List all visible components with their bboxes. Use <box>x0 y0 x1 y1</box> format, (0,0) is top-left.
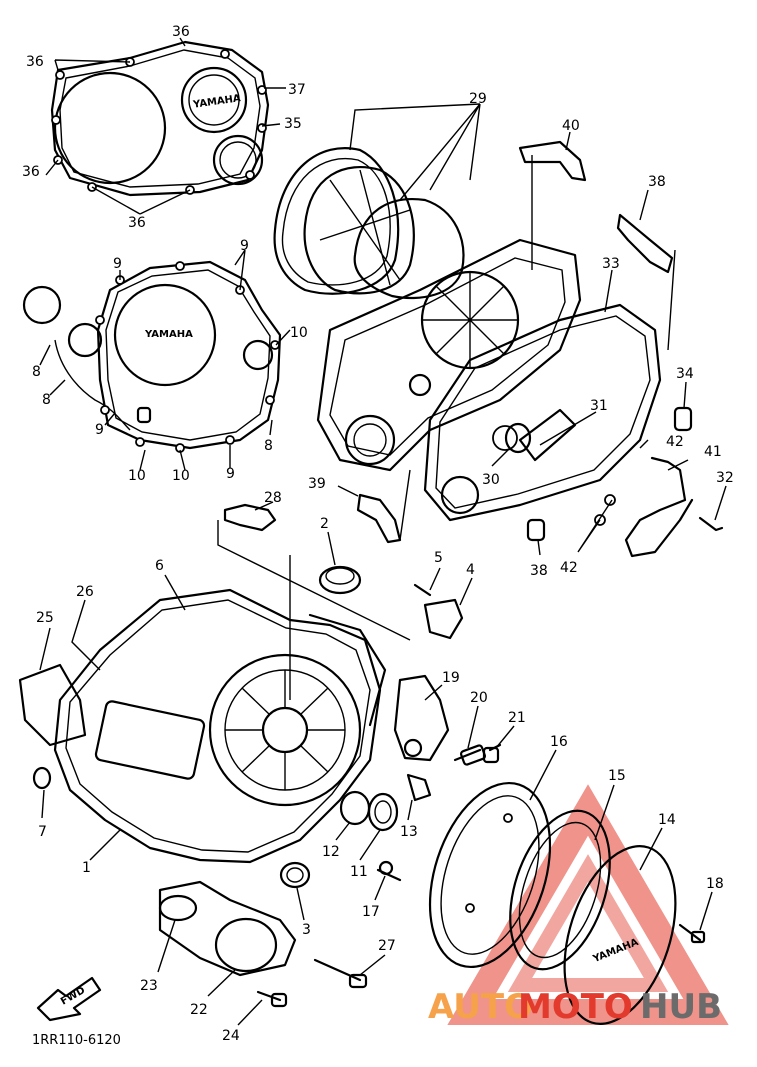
callout-8: 8 <box>264 438 273 454</box>
callout-10: 10 <box>128 468 146 484</box>
callout-3: 3 <box>302 922 311 938</box>
callout-15: 15 <box>608 768 626 784</box>
callout-2: 2 <box>320 516 329 532</box>
callout-17: 17 <box>362 904 380 920</box>
callout-37: 37 <box>288 82 306 98</box>
callout-28: 28 <box>264 490 282 506</box>
callout-7: 7 <box>38 824 47 840</box>
gasket-part-29 <box>273 147 465 300</box>
callout-41: 41 <box>704 444 722 460</box>
watermark-moto: MOTO <box>518 987 633 1027</box>
generator-cover-part <box>22 260 282 453</box>
callout-9: 9 <box>226 466 235 482</box>
callout-26: 26 <box>76 584 94 600</box>
lower-right-small-parts <box>279 674 502 889</box>
callout-27: 27 <box>378 938 396 954</box>
callout-9: 9 <box>95 422 104 438</box>
callout-38: 38 <box>648 174 666 190</box>
callout-6: 6 <box>155 558 164 574</box>
watermark-auto: AUTO <box>428 987 533 1027</box>
callout-40: 40 <box>562 118 580 134</box>
callout-33: 33 <box>602 256 620 272</box>
inner-case-part <box>316 238 582 472</box>
forward-arrow-icon <box>36 976 102 1022</box>
callout-36: 36 <box>26 54 44 70</box>
callout-9: 9 <box>113 256 122 272</box>
callout-11: 11 <box>350 864 368 880</box>
callout-30: 30 <box>482 472 500 488</box>
callout-10: 10 <box>290 325 308 341</box>
callout-16: 16 <box>550 734 568 750</box>
callout-35: 35 <box>284 116 302 132</box>
watermark-triangle <box>447 784 729 1025</box>
callout-5: 5 <box>434 550 443 566</box>
forward-label: FWD <box>59 985 87 1008</box>
callout-24: 24 <box>222 1028 240 1044</box>
watermark-hub: HUB <box>640 987 722 1027</box>
callout-20: 20 <box>470 690 488 706</box>
diagram-code: 1RR110-6120 <box>32 1033 121 1048</box>
callout-36: 36 <box>172 24 190 40</box>
callout-25: 25 <box>36 610 54 626</box>
bracket-part-40 <box>518 140 587 182</box>
callout-8: 8 <box>32 364 41 380</box>
callout-42: 42 <box>560 560 578 576</box>
gasket-part-33 <box>423 303 662 522</box>
bolts-part <box>256 923 706 1008</box>
crankcase-cover-part <box>18 588 387 864</box>
callout-42: 42 <box>666 434 684 450</box>
callout-34: 34 <box>676 366 694 382</box>
callout-10: 10 <box>172 468 190 484</box>
callout-31: 31 <box>590 398 608 414</box>
callout-32: 32 <box>716 470 734 486</box>
outer-cover-part <box>50 40 270 197</box>
brand-emblem-top: YAMAHA <box>192 93 242 111</box>
callout-1: 1 <box>82 860 91 876</box>
callout-8: 8 <box>42 392 51 408</box>
callout-labels: 36 36 36 36 37 35 29 40 38 33 9 9 9 9 10… <box>22 24 734 1044</box>
watermark-text: AUTO MOTO HUB <box>428 987 722 1027</box>
callout-13: 13 <box>400 824 418 840</box>
callout-21: 21 <box>508 710 526 726</box>
small-parts-right <box>223 406 724 640</box>
bracket-part-38 <box>616 213 674 274</box>
callout-18: 18 <box>706 876 724 892</box>
callout-19: 19 <box>442 670 460 686</box>
callout-36: 36 <box>128 215 146 231</box>
callout-23: 23 <box>140 978 158 994</box>
callout-9: 9 <box>240 238 249 254</box>
callout-4: 4 <box>466 562 475 578</box>
leader-lines <box>39 37 727 1026</box>
callout-14: 14 <box>658 812 676 828</box>
callout-29: 29 <box>469 91 487 107</box>
callout-12: 12 <box>322 844 340 860</box>
callout-38: 38 <box>530 563 548 579</box>
brand-emblem-mid: YAMAHA <box>144 329 193 340</box>
cover-rings-part <box>428 781 677 1025</box>
callout-36: 36 <box>22 164 40 180</box>
callout-22: 22 <box>190 1002 208 1018</box>
callout-39: 39 <box>308 476 326 492</box>
starter-motor-part <box>158 880 297 977</box>
